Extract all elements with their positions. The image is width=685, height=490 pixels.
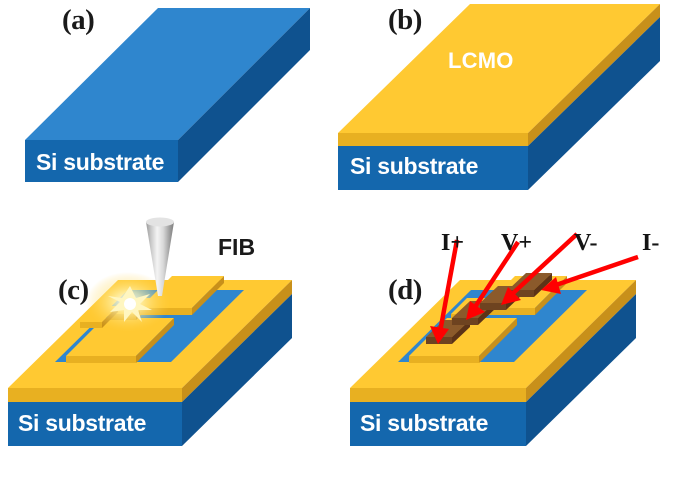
silicon-front-face xyxy=(338,146,528,190)
panel-b-label: (b) xyxy=(388,4,422,36)
lcmo-right-face xyxy=(182,280,292,402)
panel-d: (d) xyxy=(340,210,685,490)
mesa-pad-upper-side xyxy=(192,276,224,315)
spark-core xyxy=(124,298,136,310)
silicon-top-face xyxy=(25,8,310,140)
silicon-front-face xyxy=(25,140,178,182)
arrow-v-minus xyxy=(501,232,579,305)
fib-probe-tip-icon xyxy=(146,222,174,296)
panel-a: (a) Si substrate xyxy=(0,0,330,210)
panel-d-electrodes-stack xyxy=(350,232,639,446)
panel-c-patterning-stack xyxy=(8,217,292,446)
mesa-pad-lower-front xyxy=(409,356,479,363)
probe-label-i-plus: I+ xyxy=(441,230,465,256)
mesa-pad-lower-side xyxy=(136,318,174,363)
lcmo-front-face xyxy=(338,133,528,146)
silicon-front-face xyxy=(8,402,182,446)
panel-c-label: (c) xyxy=(58,274,89,306)
mesa-arm-left-front xyxy=(80,322,102,328)
panel-b: (b) LCMO Si substrate xyxy=(330,0,685,210)
lcmo-front-face xyxy=(350,388,526,402)
fib-probe-cap xyxy=(146,217,174,227)
probe-label-v-plus: V+ xyxy=(501,230,533,256)
silicon-right-face xyxy=(528,17,660,190)
panel-c: (c) xyxy=(0,210,345,490)
silicon-right-face xyxy=(182,294,292,446)
lcmo-right-face xyxy=(528,4,660,146)
mesa-pad-lower-side xyxy=(479,318,517,363)
panel-d-label: (d) xyxy=(388,274,422,306)
probe-label-i-minus: I- xyxy=(642,230,660,256)
panel-b-film-stack xyxy=(338,4,660,190)
arrow-v-plus xyxy=(466,240,520,320)
mesa-pad-lower-front xyxy=(66,356,136,363)
fib-tool-label: FIB xyxy=(218,234,256,260)
silicon-right-face xyxy=(526,294,636,446)
panel-a-label: (a) xyxy=(62,4,95,36)
lcmo-top-face xyxy=(338,4,660,133)
mesa-pad-lower xyxy=(409,318,517,356)
arrow-i-plus xyxy=(430,239,460,344)
silicon-right-face xyxy=(178,8,310,182)
panel-a-substrate-stack xyxy=(25,8,310,182)
silicon-front-face xyxy=(350,402,526,446)
lcmo-right-face xyxy=(526,280,636,402)
lcmo-front-face xyxy=(8,388,182,402)
probe-label-v-minus: V- xyxy=(574,230,598,256)
arrow-i-minus xyxy=(541,254,639,294)
